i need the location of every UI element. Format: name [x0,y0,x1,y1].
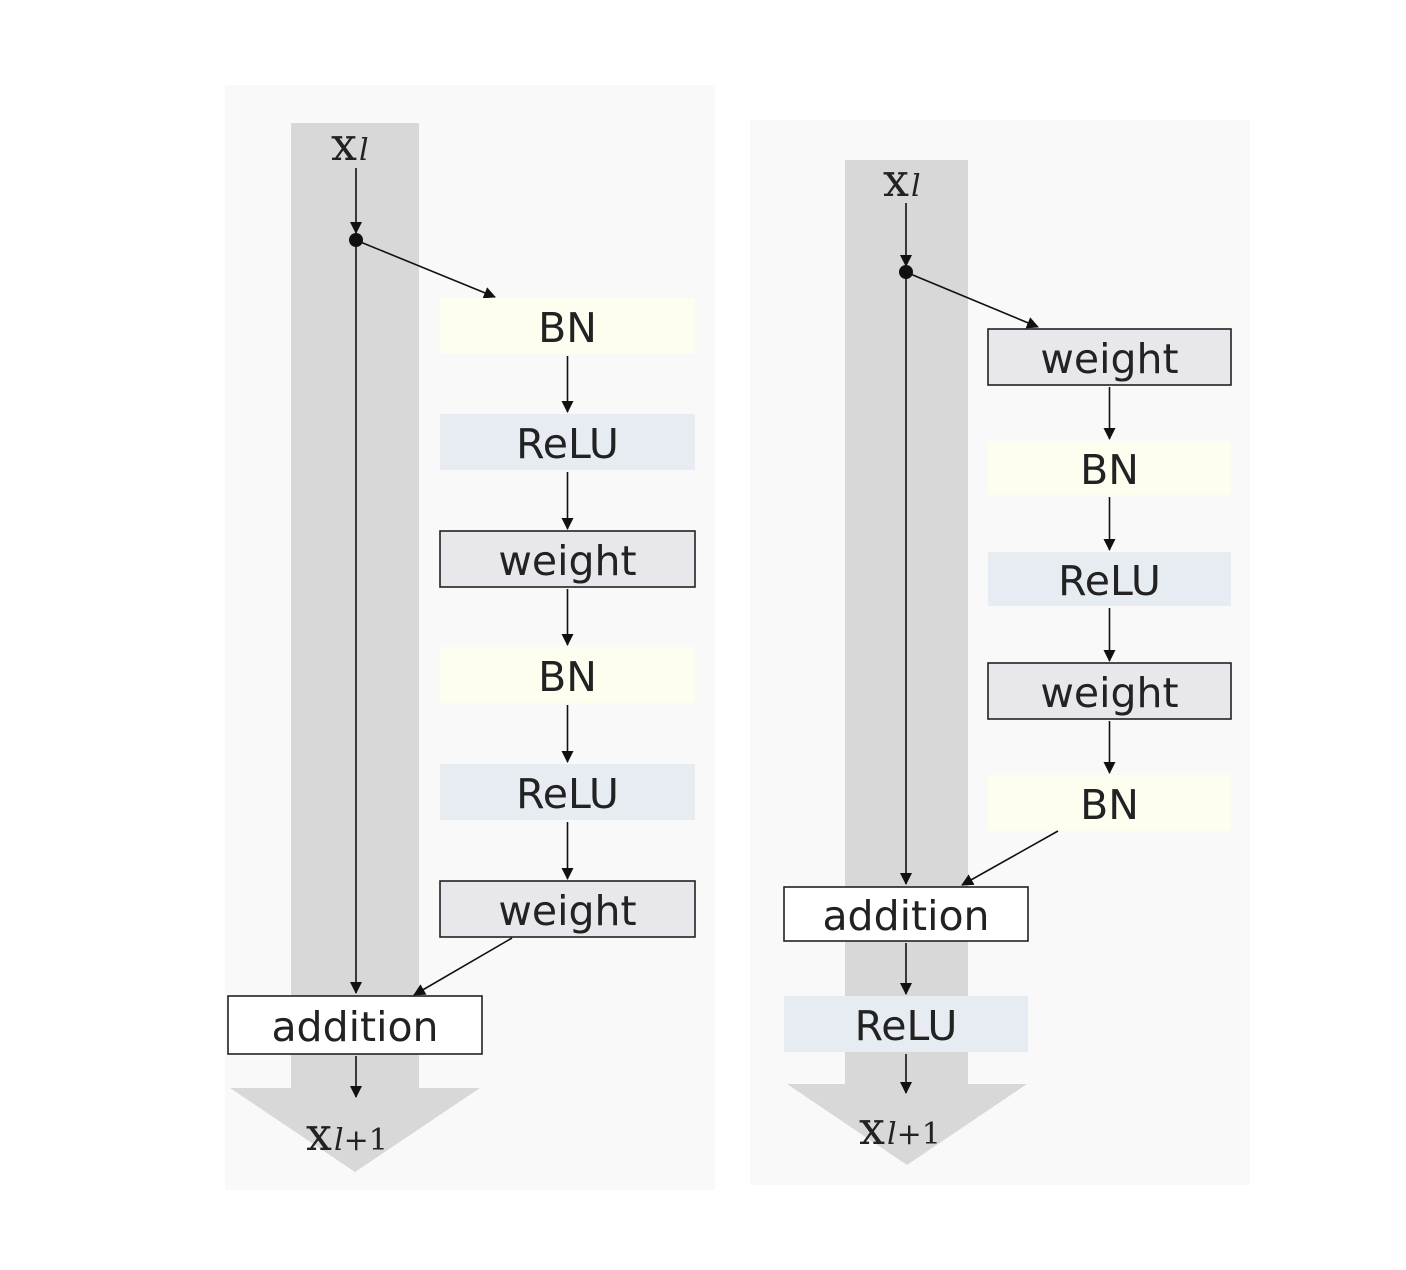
left-identity-path [291,123,419,1093]
right-layer-weight-2 [987,662,1232,720]
right-layer-bn-1 [988,441,1231,495]
left-addition-label: addition [271,1003,438,1051]
left-layer-weight-2-label: weight [498,887,636,935]
right-layer-weight-1 [987,328,1232,386]
left-arrow-weight2-addition [413,937,513,996]
right-layer-bn-2-label: BN [1080,781,1139,829]
left-layer-bn-1 [440,298,695,354]
right-addition-label: addition [822,892,989,940]
left-layer-weight-1 [439,530,696,588]
left-layer-bn-2-label: BN [538,653,597,701]
left-layer-relu-1 [440,414,695,470]
left-layer-weight-2 [439,880,696,938]
right-layer-relu-1 [988,552,1231,606]
left-layer-relu-2 [440,764,695,820]
left-layer-bn-1-label: BN [538,304,597,352]
left-layer-bn-2 [440,647,695,703]
left-branch-arrow [357,240,496,299]
left-block: xl BN ReLU weight BN ReLU weight additio… [225,85,715,1190]
right-layer-relu-1-label: ReLU [1058,557,1161,605]
right-layer-weight-2-label: weight [1040,669,1178,717]
right-arrow-bn2-addition [961,830,1059,886]
right-output-label: xl+1 [859,1101,941,1155]
left-output-label: xl+1 [306,1107,388,1161]
right-layer-weight-1-label: weight [1040,335,1178,383]
right-input-label: xl [883,153,921,207]
right-block: xl weight BN ReLU weight BN addition ReL… [750,120,1250,1185]
right-layer-bn-2 [988,775,1231,831]
right-branch-arrow [907,272,1039,329]
right-output-arrow [787,1084,1027,1165]
right-layer-bn-1-label: BN [1080,446,1139,494]
left-layer-relu-2-label: ReLU [516,770,619,818]
left-output-arrow [230,1088,480,1172]
left-layer-weight-1-label: weight [498,537,636,585]
left-addition-box [227,995,483,1055]
left-layer-relu-1-label: ReLU [516,420,619,468]
right-post-addition-relu [784,996,1028,1052]
right-post-addition-relu-label: ReLU [855,1002,958,1050]
left-input-label: xl [331,117,369,171]
right-addition-box [783,886,1029,942]
